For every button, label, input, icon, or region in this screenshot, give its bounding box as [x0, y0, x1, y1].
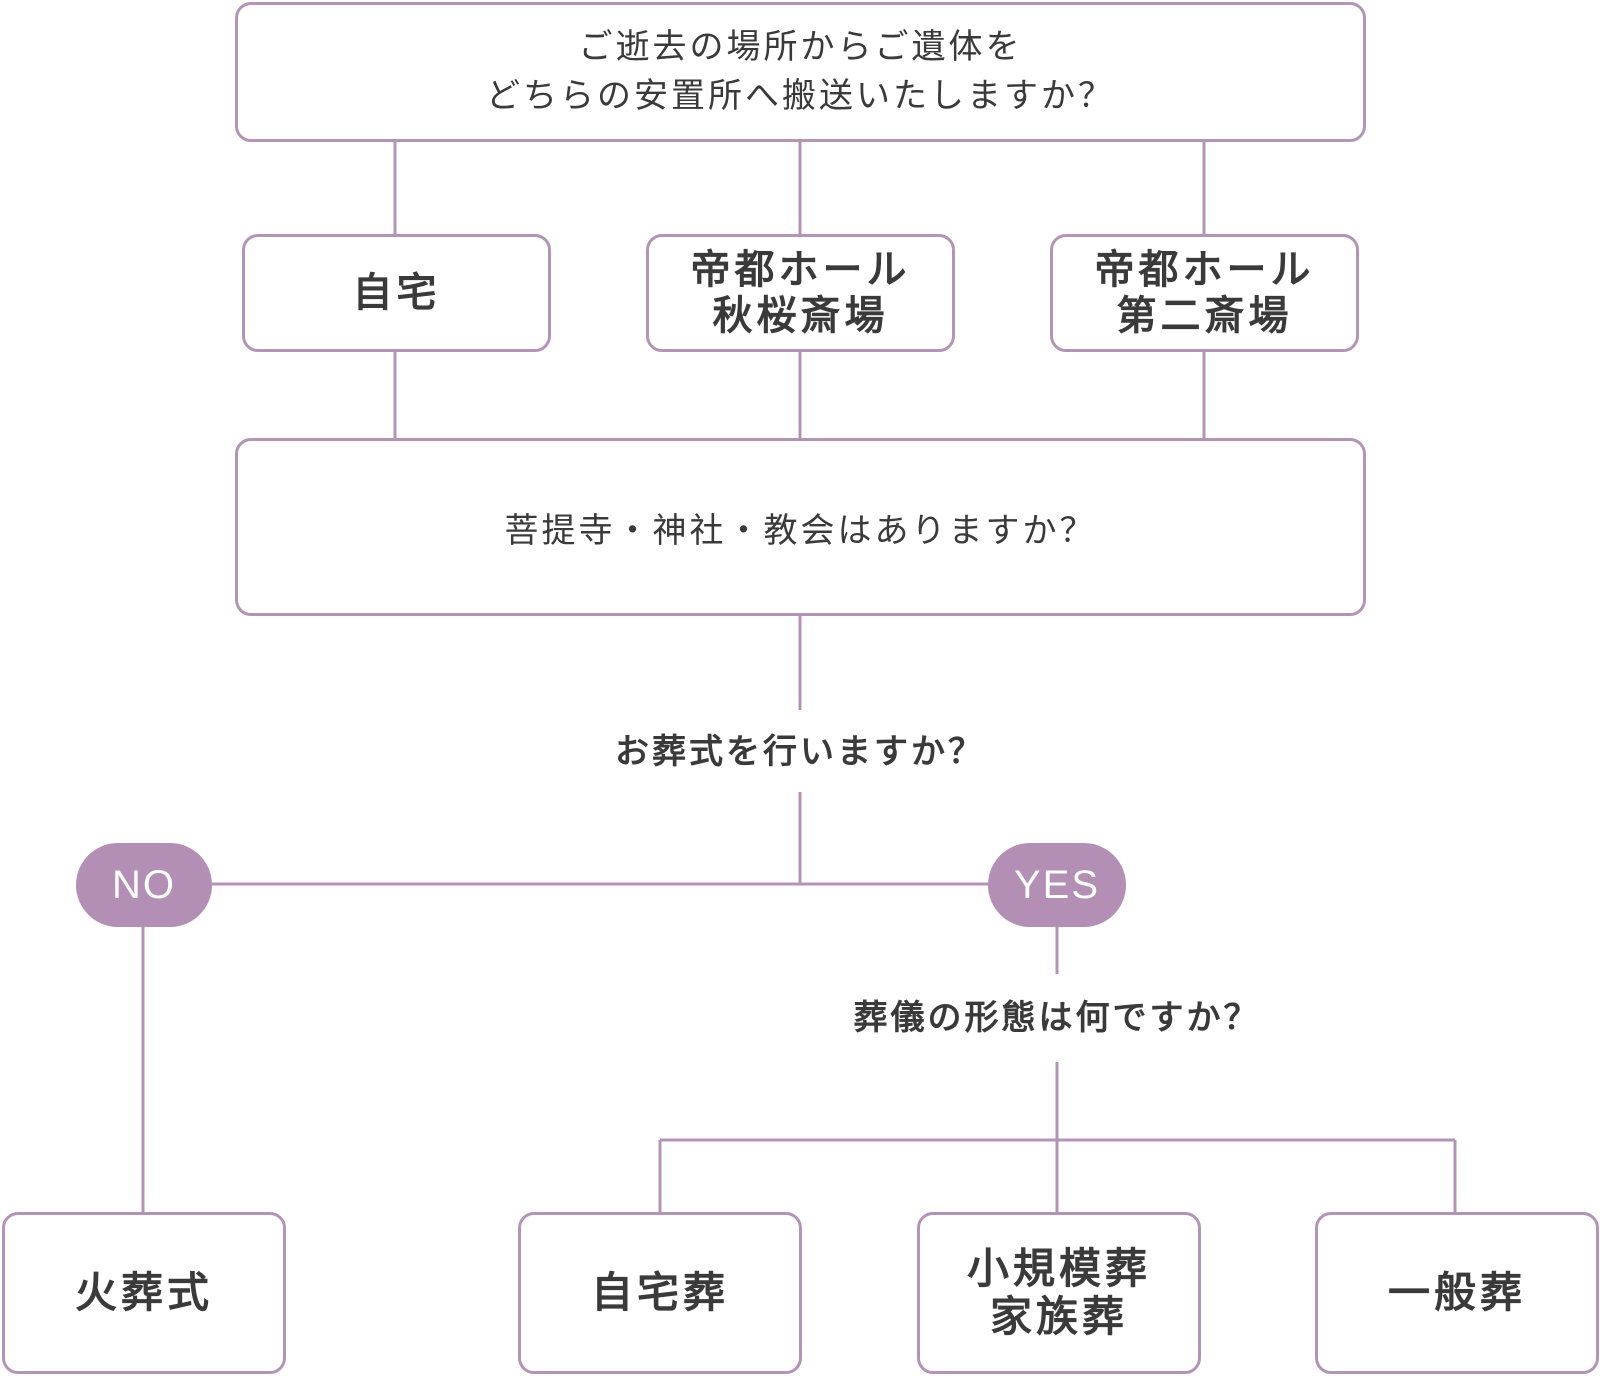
- place-hall-second: 帝都ホール 第二斎場: [1050, 234, 1359, 352]
- question-transport-destination: ご逝去の場所からご遺体を どちらの安置所へ搬送いたしますか？: [235, 2, 1366, 142]
- question-funeral-style: 葬儀の形態は何ですか？: [800, 990, 1314, 1046]
- place-hall-cosmos: 帝都ホール 秋桜斎場: [646, 234, 955, 352]
- result-small-family-funeral: 小規模葬 家族葬: [917, 1212, 1201, 1374]
- result-home-funeral: 自宅葬: [518, 1212, 802, 1374]
- question-family-temple: 菩提寺・神社・教会はありますか？: [235, 438, 1366, 616]
- no-badge: NO: [76, 843, 212, 927]
- result-general-funeral: 一般葬: [1315, 1212, 1599, 1374]
- question-hold-funeral: お葬式を行いますか？: [560, 724, 1040, 780]
- place-home: 自宅: [242, 234, 551, 352]
- yes-badge: YES: [988, 843, 1126, 927]
- result-cremation-only: 火葬式: [2, 1212, 286, 1374]
